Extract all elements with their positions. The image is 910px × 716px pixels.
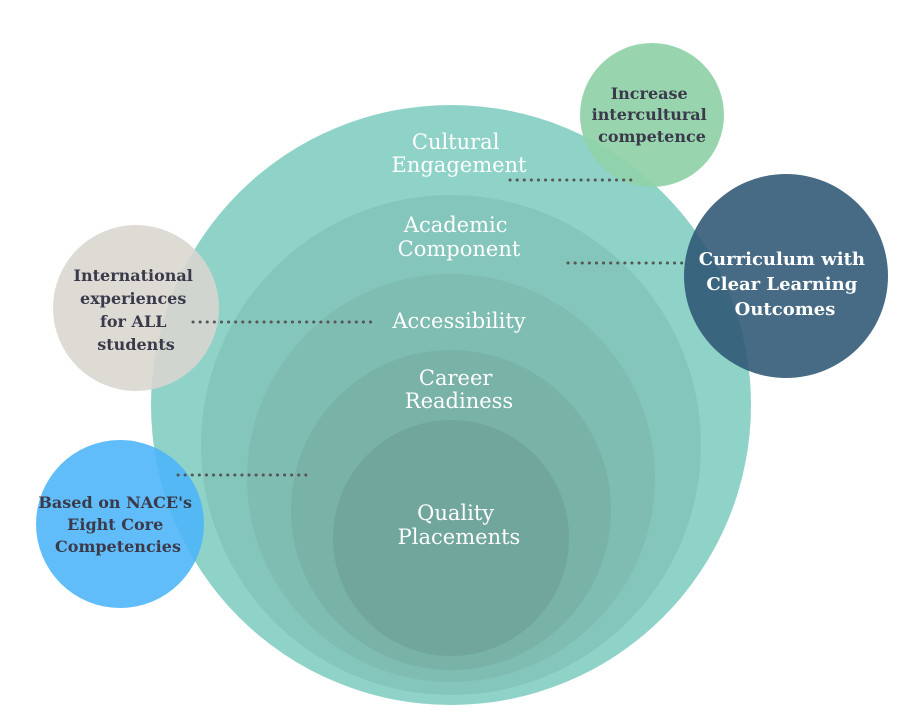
- ring-label-career-readiness: Career Readiness: [405, 366, 513, 413]
- bubble-label-line: Clear Learning: [706, 274, 857, 295]
- bubble-label-line: Increase: [611, 84, 688, 103]
- bubble-label-line: Eight Core: [67, 515, 163, 534]
- ring-label-quality-placements: Quality Placements: [398, 501, 521, 549]
- ring-label-line: Quality: [417, 501, 494, 525]
- ring-label-line: Accessibility: [391, 309, 525, 333]
- ring-label-line: Academic: [403, 213, 508, 237]
- ring-label-academic-component: Academic Component: [398, 213, 521, 261]
- bubble-label-line: International: [74, 266, 193, 285]
- ring-label-line: Placements: [398, 525, 521, 549]
- bubble-label-line: intercultural: [592, 105, 707, 124]
- bubble-curriculum: [684, 174, 888, 378]
- bubble-label-line: students: [97, 335, 174, 354]
- bubble-label-curriculum: Curriculum with Clear Learning Outcomes: [699, 249, 872, 320]
- ring-label-cultural-engagement: Cultural Engagement: [392, 130, 528, 177]
- ring-label-line: Readiness: [405, 389, 513, 413]
- bubble-label-line: competence: [598, 127, 706, 146]
- bubble-label-line: Outcomes: [735, 299, 836, 320]
- bubble-label-line: Curriculum with: [699, 249, 865, 270]
- ring-label-line: Career: [419, 366, 493, 390]
- ring-label-line: Component: [398, 237, 521, 261]
- bubble-label-line: experiences: [80, 289, 186, 308]
- ring-label-line: Cultural: [412, 130, 500, 154]
- bubble-label-line: Based on NACE's: [38, 493, 192, 512]
- bubble-label-nace: Based on NACE's Eight Core Competencies: [38, 493, 197, 556]
- ring-label-accessibility: Accessibility: [391, 309, 525, 333]
- ring-quality-placements: [333, 420, 569, 656]
- bubble-intercultural: [580, 43, 724, 187]
- bubble-label-line: for ALL: [100, 312, 166, 331]
- ring-label-line: Engagement: [392, 153, 528, 177]
- bubble-nace: [36, 440, 204, 608]
- bubble-label-intercultural: Increase intercultural competence: [592, 84, 713, 146]
- bubble-label-line: Competencies: [55, 537, 181, 556]
- bubble-international: [53, 225, 219, 391]
- bubble-label-international: International experiences for ALL studen…: [74, 266, 199, 354]
